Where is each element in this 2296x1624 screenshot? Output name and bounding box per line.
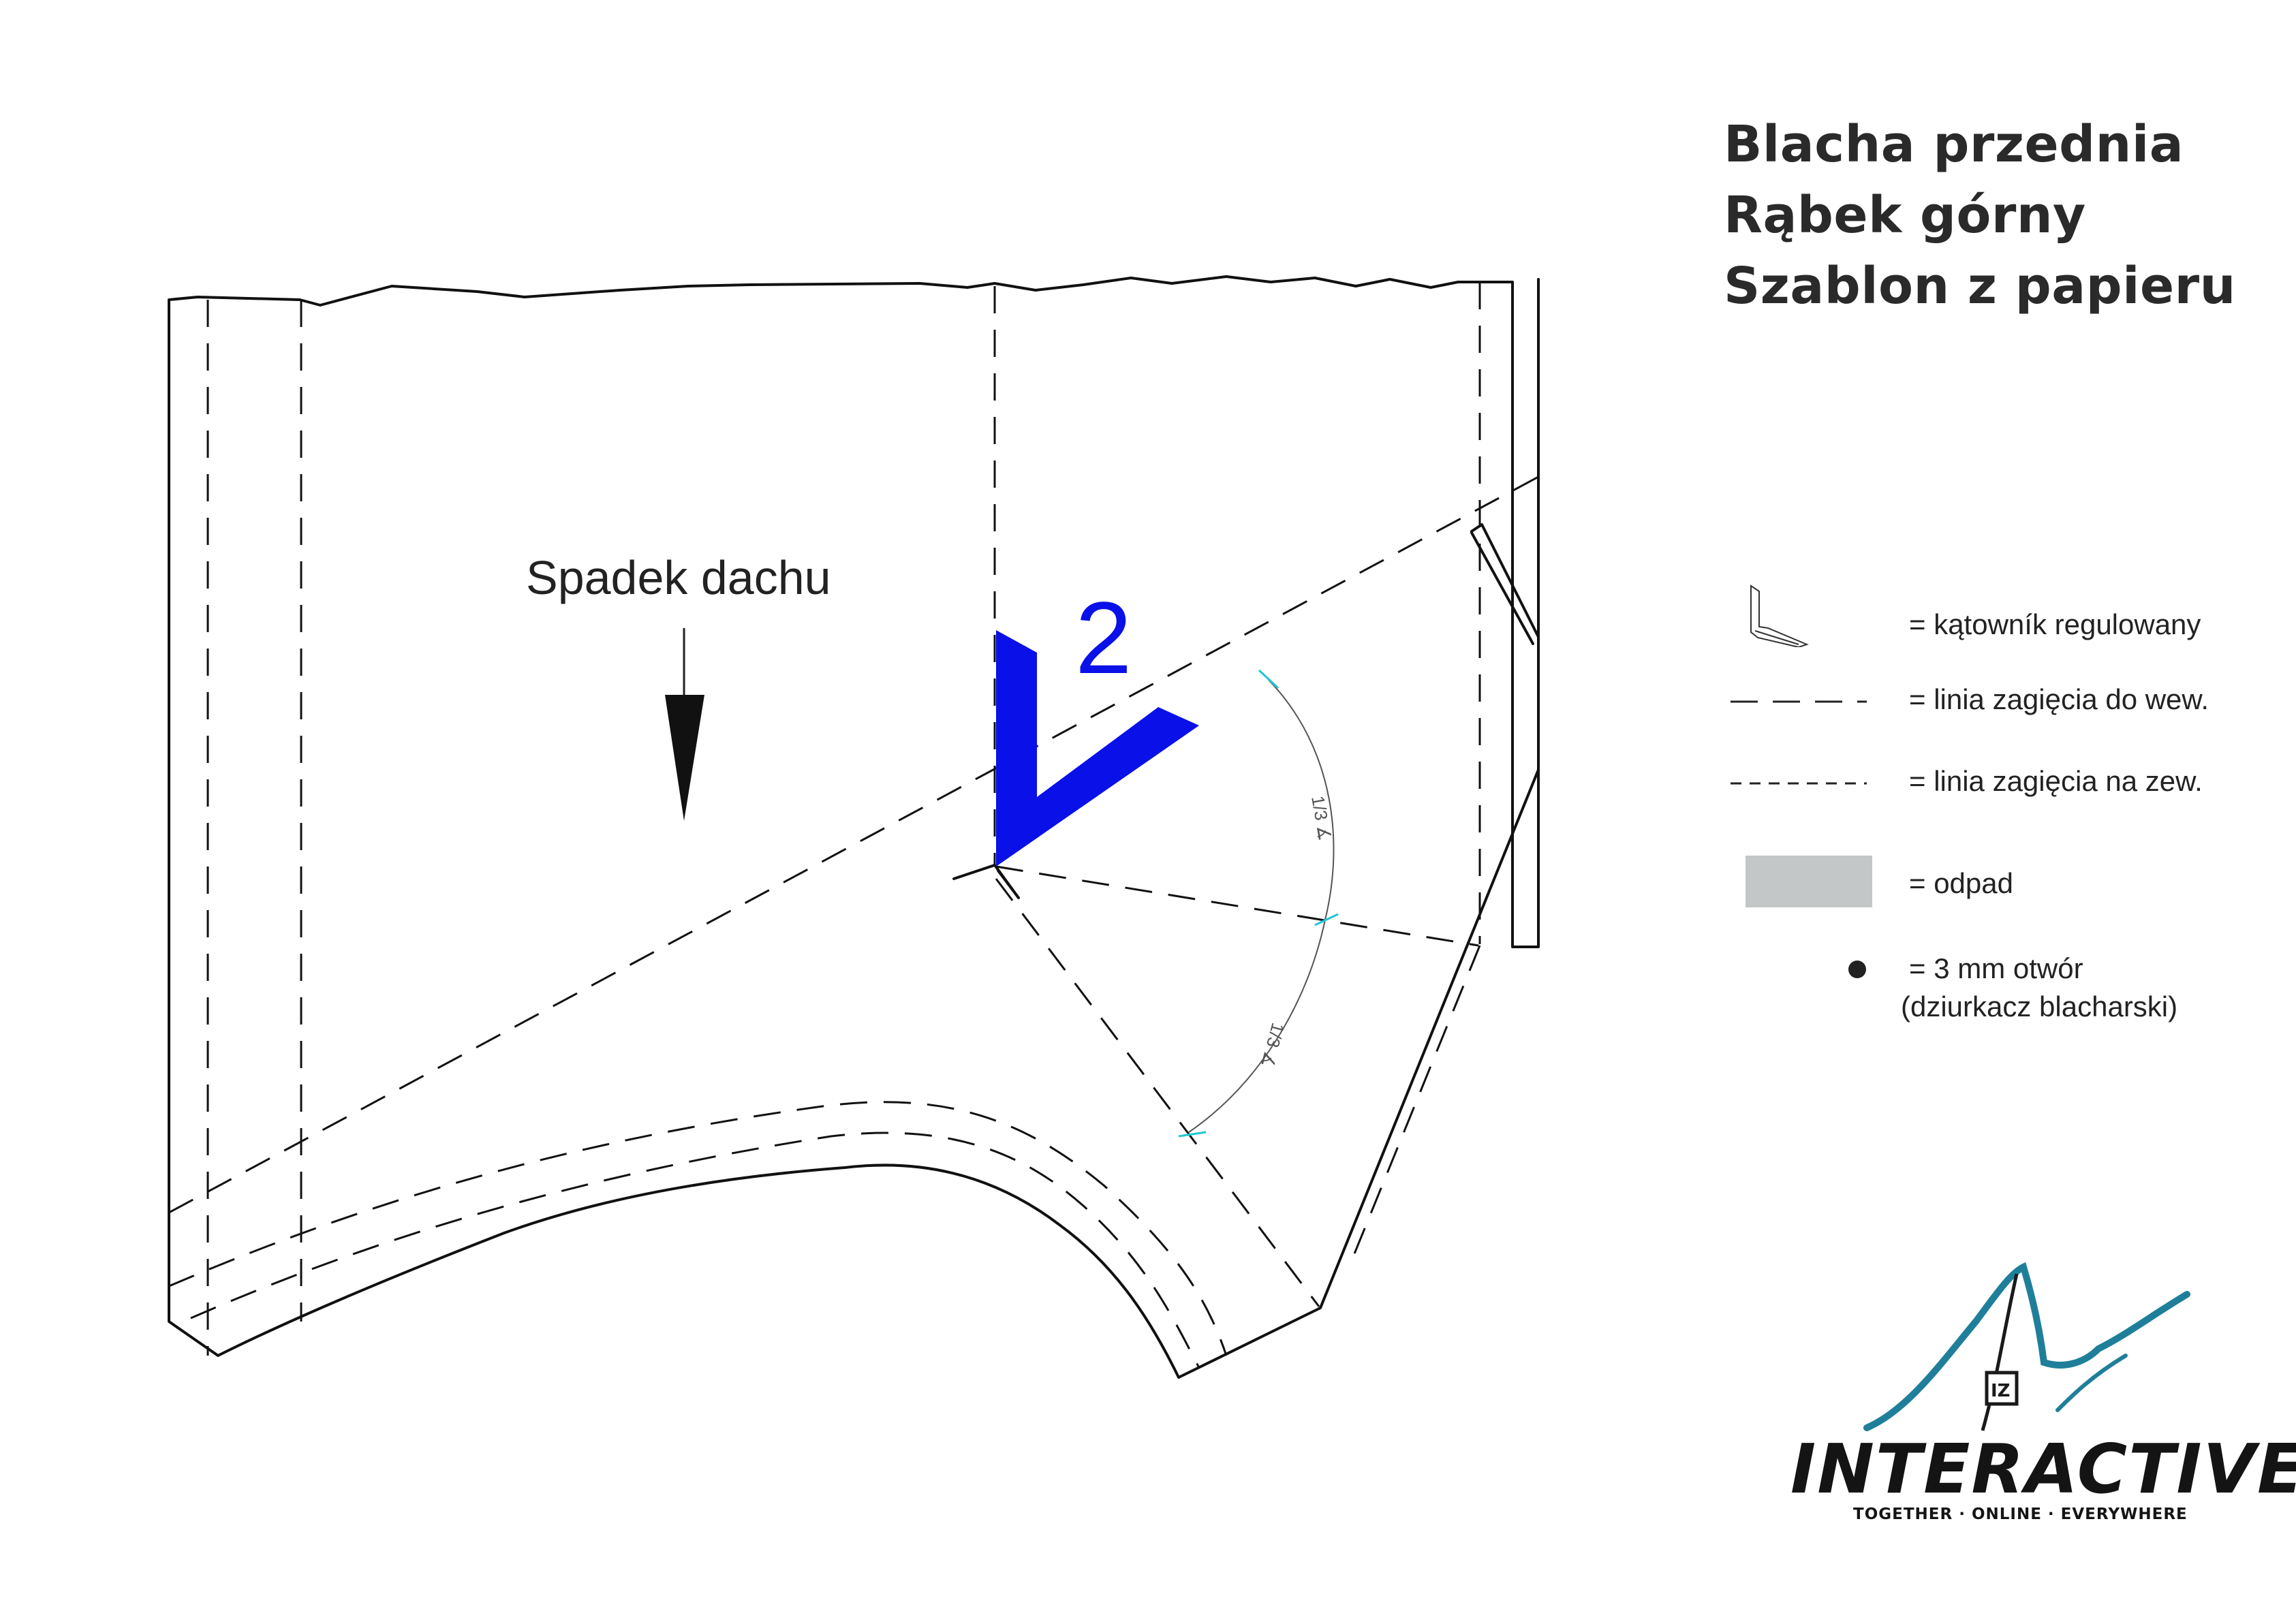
slope-label: Spadek dachu <box>526 551 831 604</box>
legend-text-hole-detail: (dziurkacz blacharski) <box>1901 990 2178 1022</box>
hole-dot-icon <box>1848 961 1866 978</box>
fold-line-arc-2 <box>190 1131 1200 1369</box>
arc-tick-1 <box>1258 669 1279 689</box>
legend-text-short-dash: = linia zagięcia na zew. <box>1909 765 2203 797</box>
fold-line-lower-diagonal <box>995 878 1320 1307</box>
dimension-arc-label-2: 1/3 ∡ <box>1257 1020 1288 1069</box>
mountain-logo-icon: IZ <box>1863 1262 2190 1431</box>
title-line-2: Rąbek górny <box>1724 186 2086 245</box>
logo-badge: IZ <box>1991 1381 2011 1401</box>
slope-arrow-head <box>665 695 704 821</box>
corner-marker-shape <box>996 630 1199 866</box>
right-bracket-line <box>1470 523 1540 645</box>
logo-tagline: TOGETHER · ONLINE · EVERYWHERE <box>1853 1505 2188 1523</box>
legend-text-square: = kątowník regulowany <box>1909 608 2201 640</box>
legend-text-waste: = odpad <box>1909 867 2013 899</box>
logo-wordmark: INTERACTIVE <box>1790 1429 2296 1509</box>
title-block: Blacha przednia Rąbek górny Szablon z pa… <box>1724 109 2236 322</box>
title-line-1: Blacha przednia <box>1724 115 2184 174</box>
arc-tick-3 <box>1178 1131 1207 1138</box>
grey-swatch-icon <box>1746 856 1872 907</box>
short-dash-line-icon <box>1731 782 1867 785</box>
arc-tick-2 <box>1314 913 1339 926</box>
corner-notch-line <box>952 864 1020 899</box>
interactive-logo: IZ INTERACTIVE TOGETHER · ONLINE · EVERY… <box>1771 1260 2296 1533</box>
dimension-arc-label-1: 1/3 ∡ <box>1307 794 1335 843</box>
long-dash-line-icon <box>1731 700 1867 703</box>
title-line-3: Szablon z papieru <box>1724 257 2236 315</box>
fold-line-right-lower <box>1348 945 1481 1268</box>
corner-marker-number: 2 <box>1075 580 1132 695</box>
fold-line-arc-1 <box>168 1101 1228 1356</box>
legend-text-hole: = 3 mm otwór <box>1909 952 2083 984</box>
adjustable-square-icon <box>1750 584 1809 647</box>
legend-text-long-dash: = linia zagięcia do wew. <box>1909 683 2209 715</box>
template-outline <box>168 275 1540 1379</box>
fold-line-horizontal <box>995 865 1479 947</box>
